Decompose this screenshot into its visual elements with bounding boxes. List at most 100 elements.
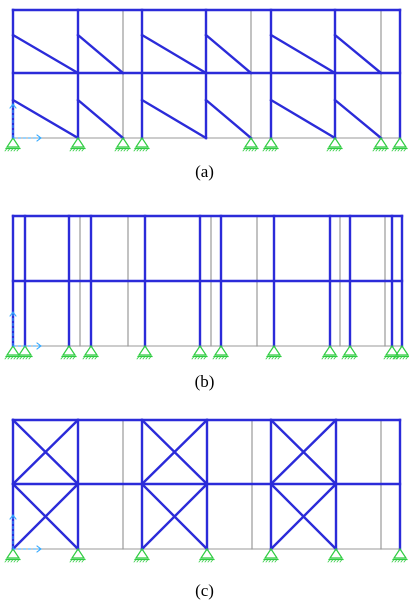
support-hatch bbox=[10, 558, 14, 563]
support-hatch bbox=[271, 355, 275, 360]
brace bbox=[11, 33, 80, 75]
support-hatch bbox=[13, 558, 17, 563]
support-hatch bbox=[13, 147, 17, 152]
brace bbox=[76, 98, 125, 140]
support-hatch bbox=[400, 558, 404, 563]
support-hatch bbox=[10, 147, 14, 152]
axis-arrow bbox=[12, 103, 17, 109]
support-hatch bbox=[63, 355, 67, 360]
support-hatch bbox=[16, 147, 20, 152]
support-hatch bbox=[353, 355, 357, 360]
support-hatch bbox=[396, 355, 400, 360]
support-hatch bbox=[262, 558, 266, 563]
support-hatch bbox=[66, 355, 70, 360]
support-hatch bbox=[330, 558, 334, 563]
support-hatch bbox=[7, 147, 11, 152]
support-hatch bbox=[148, 355, 152, 360]
support-hatch bbox=[201, 558, 205, 563]
support-hatch bbox=[4, 355, 8, 360]
support-hatch bbox=[69, 355, 73, 360]
support-hatch bbox=[4, 147, 8, 152]
support-hatch bbox=[274, 355, 278, 360]
support-hatch bbox=[336, 558, 340, 563]
support-hatch bbox=[212, 355, 216, 360]
pin-support-icon bbox=[341, 344, 358, 360]
support-hatch bbox=[326, 147, 330, 152]
pin-support-icon bbox=[198, 547, 215, 563]
support-hatch bbox=[333, 355, 337, 360]
support-hatch bbox=[25, 355, 29, 360]
pin-support-icon bbox=[327, 547, 344, 563]
support-hatch bbox=[335, 147, 339, 152]
x-brace bbox=[11, 482, 80, 551]
axis-arrow bbox=[9, 311, 14, 317]
support-hatch bbox=[271, 558, 275, 563]
support-hatch bbox=[265, 355, 269, 360]
support-hatch bbox=[329, 147, 333, 152]
support-hatch bbox=[145, 558, 149, 563]
support-hatch bbox=[16, 558, 20, 563]
pin-support-icon bbox=[391, 136, 408, 152]
support-hatch bbox=[400, 147, 404, 152]
support-hatch bbox=[72, 355, 76, 360]
support-hatch bbox=[114, 147, 118, 152]
support-hatch bbox=[333, 558, 337, 563]
pin-support-icon bbox=[136, 344, 153, 360]
pin-support-icon bbox=[372, 136, 389, 152]
support-hatch bbox=[277, 355, 281, 360]
support-hatch bbox=[136, 147, 140, 152]
support-hatch bbox=[274, 147, 278, 152]
support-hatch bbox=[69, 558, 73, 563]
support-hatch bbox=[383, 355, 387, 360]
support-hatch bbox=[69, 147, 73, 152]
pin-support-icon bbox=[82, 344, 99, 360]
support-hatch bbox=[139, 558, 143, 563]
pin-support-icon bbox=[69, 547, 86, 563]
support-hatch bbox=[403, 558, 407, 563]
axis-arrow bbox=[36, 137, 42, 142]
x-brace bbox=[11, 418, 80, 486]
global-axes-icon bbox=[9, 311, 42, 350]
support-hatch bbox=[218, 355, 222, 360]
support-hatch bbox=[224, 355, 228, 360]
support-hatch bbox=[221, 355, 225, 360]
brace bbox=[333, 33, 383, 75]
support-hatch bbox=[207, 558, 211, 563]
support-hatch bbox=[242, 147, 246, 152]
support-hatch bbox=[198, 558, 202, 563]
global-axes-icon bbox=[9, 103, 42, 142]
support-hatch bbox=[268, 355, 272, 360]
support-hatch bbox=[338, 147, 342, 152]
support-hatch bbox=[203, 355, 207, 360]
pin-support-icon bbox=[4, 136, 21, 152]
support-hatch bbox=[139, 355, 143, 360]
support-hatch bbox=[271, 147, 275, 152]
brace bbox=[269, 98, 337, 140]
support-hatch bbox=[142, 558, 146, 563]
support-hatch bbox=[200, 355, 204, 360]
pin-support-icon bbox=[69, 136, 86, 152]
support-hatch bbox=[350, 355, 354, 360]
x-brace bbox=[140, 482, 209, 551]
brace bbox=[76, 33, 125, 75]
pin-support-icon bbox=[262, 547, 279, 563]
caption-a: (a) bbox=[195, 162, 214, 181]
pin-support-icon bbox=[114, 136, 131, 152]
brace bbox=[204, 98, 253, 140]
support-hatch bbox=[403, 147, 407, 152]
support-hatch bbox=[389, 355, 393, 360]
pin-support-icon bbox=[393, 344, 409, 360]
support-hatch bbox=[265, 147, 269, 152]
caption-c: (c) bbox=[195, 581, 214, 600]
axis-arrow bbox=[12, 514, 17, 520]
support-hatch bbox=[204, 558, 208, 563]
x-brace bbox=[269, 482, 338, 551]
support-hatch bbox=[82, 355, 86, 360]
support-hatch bbox=[332, 147, 336, 152]
support-hatch bbox=[72, 558, 76, 563]
support-hatch bbox=[142, 355, 146, 360]
support-hatch bbox=[327, 558, 331, 563]
support-hatch bbox=[210, 558, 214, 563]
support-hatch bbox=[375, 147, 379, 152]
